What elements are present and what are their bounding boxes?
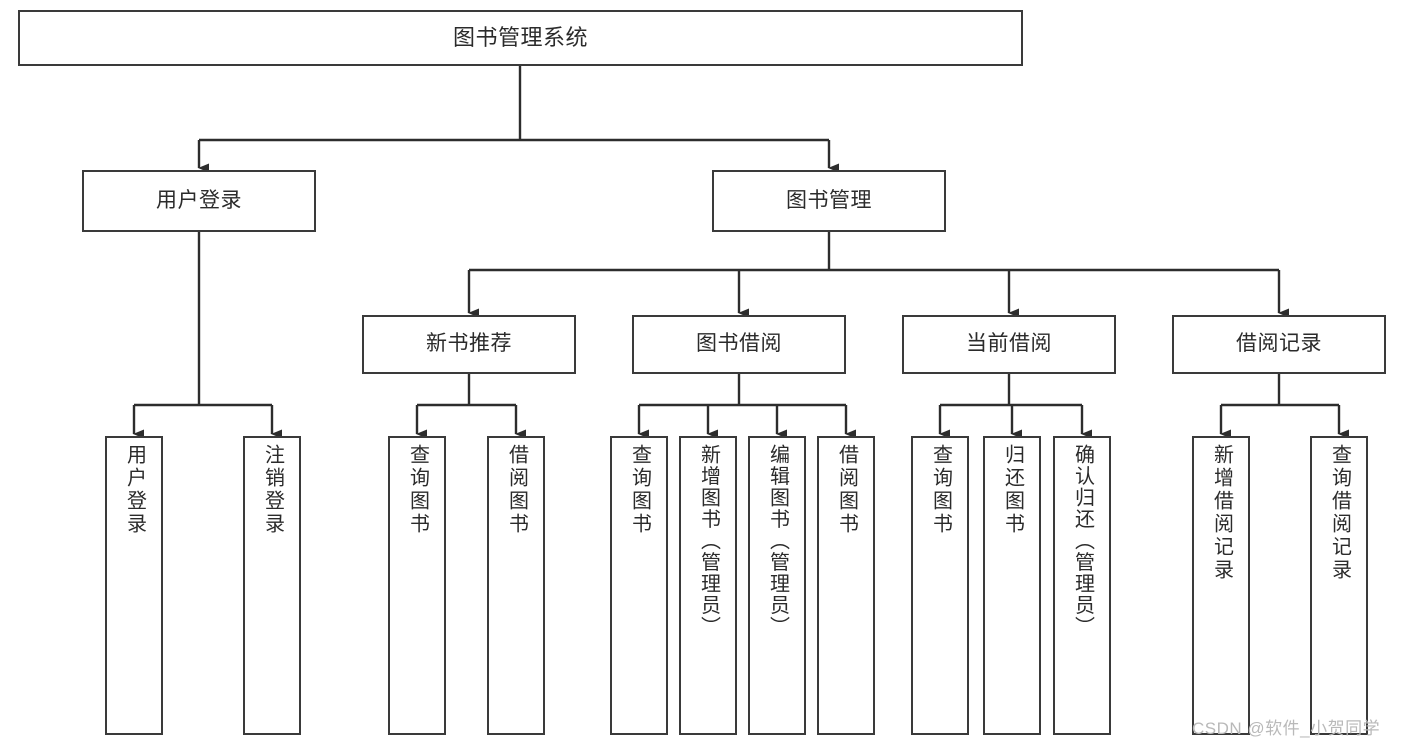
- node-new-book-recommend-label: 新书推荐: [426, 332, 512, 356]
- node-leaf-edit-book-label: 编辑图书（管理员）: [766, 444, 789, 638]
- node-leaf-user-logout[interactable]: 注销登录: [243, 436, 301, 735]
- node-leaf-query-record[interactable]: 查询借阅记录: [1310, 436, 1368, 735]
- node-book-manage-label: 图书管理: [786, 188, 872, 212]
- node-leaf-add-record-label: 新增借阅记录: [1210, 444, 1233, 582]
- node-leaf-return-book-label: 归还图书: [1001, 444, 1024, 536]
- node-book-borrow[interactable]: 图书借阅: [632, 315, 846, 374]
- node-root[interactable]: 图书管理系统: [18, 10, 1023, 66]
- node-leaf-borrow-book-2[interactable]: 借阅图书: [817, 436, 875, 735]
- node-leaf-user-login-label: 用户登录: [123, 444, 146, 536]
- node-book-manage[interactable]: 图书管理: [712, 170, 946, 232]
- node-current-borrow-label: 当前借阅: [966, 332, 1052, 356]
- node-leaf-borrow-book-1[interactable]: 借阅图书: [487, 436, 545, 735]
- node-leaf-edit-book[interactable]: 编辑图书（管理员）: [748, 436, 806, 735]
- node-borrow-record-label: 借阅记录: [1236, 332, 1322, 356]
- node-leaf-return-book[interactable]: 归还图书: [983, 436, 1041, 735]
- node-leaf-query-book-2-label: 查询图书: [628, 444, 651, 536]
- watermark-text: CSDN @软件_小贺同学: [1192, 719, 1381, 738]
- node-leaf-borrow-book-1-label: 借阅图书: [505, 444, 528, 536]
- connector-group: [132, 66, 1349, 439]
- node-leaf-user-logout-label: 注销登录: [261, 444, 284, 536]
- node-leaf-add-book-label: 新增图书（管理员）: [697, 444, 720, 638]
- node-new-book-recommend[interactable]: 新书推荐: [362, 315, 576, 374]
- node-root-label: 图书管理系统: [452, 25, 588, 51]
- node-user-login[interactable]: 用户登录: [82, 170, 316, 232]
- node-current-borrow[interactable]: 当前借阅: [902, 315, 1116, 374]
- node-leaf-query-book-3[interactable]: 查询图书: [911, 436, 969, 735]
- node-leaf-user-login[interactable]: 用户登录: [105, 436, 163, 735]
- node-user-login-label: 用户登录: [156, 188, 242, 212]
- node-book-borrow-label: 图书借阅: [696, 332, 782, 356]
- node-leaf-query-book-2[interactable]: 查询图书: [610, 436, 668, 735]
- node-leaf-query-book-1[interactable]: 查询图书: [388, 436, 446, 735]
- node-leaf-query-book-1-label: 查询图书: [406, 444, 429, 536]
- node-leaf-confirm-return[interactable]: 确认归还（管理员）: [1053, 436, 1111, 735]
- node-leaf-add-book[interactable]: 新增图书（管理员）: [679, 436, 737, 735]
- node-leaf-add-record[interactable]: 新增借阅记录: [1192, 436, 1250, 735]
- node-leaf-confirm-return-label: 确认归还（管理员）: [1071, 444, 1094, 638]
- node-leaf-query-record-label: 查询借阅记录: [1328, 444, 1351, 582]
- node-leaf-query-book-3-label: 查询图书: [929, 444, 952, 536]
- node-leaf-borrow-book-2-label: 借阅图书: [835, 444, 858, 536]
- node-borrow-record[interactable]: 借阅记录: [1172, 315, 1386, 374]
